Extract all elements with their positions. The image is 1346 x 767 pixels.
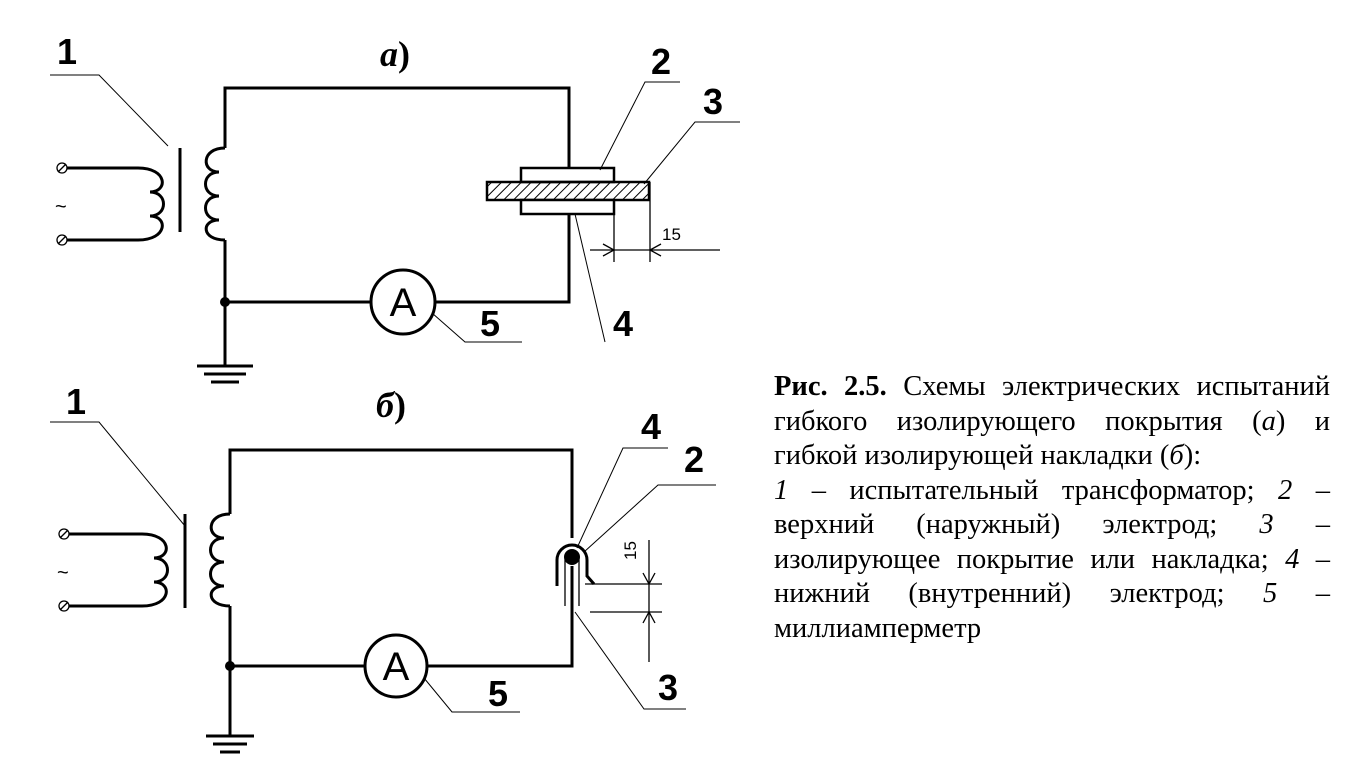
caption-legend: 1 – испытательный трансформатор; 2 – вер… (774, 474, 1330, 647)
ground-symbol-a (197, 302, 253, 384)
legend-num-4: 4 (1285, 543, 1300, 575)
panel-a-label: а) (380, 34, 410, 74)
dimension-15-a: 15 (590, 182, 720, 262)
legend-num-5: 5 (1263, 578, 1278, 609)
callout-4-b: 4 (641, 406, 661, 447)
callout-1-a: 1 (57, 31, 77, 72)
dimension-label-b: 15 (621, 541, 640, 560)
callout-5-a: 5 (480, 303, 500, 344)
figure-number: Рис. 2.5. (774, 371, 887, 402)
lower-electrode-a (519, 198, 616, 216)
leader-line-5-a (431, 312, 522, 343)
ac-symbol-a: ~ (55, 196, 67, 218)
panel-b-label: б) (376, 385, 406, 425)
leader-line-2-b (583, 484, 716, 553)
transformer-secondary-winding-a (204, 146, 226, 242)
ammeter-symbol-b: A (383, 645, 410, 689)
legend-num-2: 2 (1278, 474, 1293, 506)
legend-text-5: – миллиамперметр (774, 578, 1330, 644)
lower-electrode-b (564, 549, 580, 565)
caption-title: Рис. 2.5. Схемы электрических испытаний … (774, 371, 1330, 471)
leader-line-1-b (50, 421, 186, 527)
dimension-label-a: 15 (662, 225, 681, 244)
leader-line-5-b (423, 677, 520, 713)
callout-4-a: 4 (613, 303, 633, 344)
ac-source-terminals-b: ~ (57, 528, 70, 612)
transformer-secondary-winding-b (209, 512, 231, 608)
ammeter-symbol-a: A (390, 281, 417, 325)
callout-2-a: 2 (651, 41, 671, 82)
leader-line-4-a (574, 213, 606, 343)
transformer-primary-winding-a (67, 166, 165, 242)
legend-num-1: 1 (774, 474, 789, 506)
leader-line-3-a (643, 121, 740, 185)
leader-line-3-b (574, 611, 686, 710)
upper-electrode-a (519, 166, 616, 184)
leader-line-4-b (576, 447, 668, 549)
circuit-panel-b: б) ~ A (50, 381, 716, 754)
legend-text-4: – нижний (внутренний) электрод; (774, 543, 1331, 610)
callout-2-b: 2 (684, 439, 704, 480)
ac-source-terminals-a: ~ (55, 162, 68, 246)
circuit-panel-a: а) ~ A (50, 31, 740, 384)
callout-3-b: 3 (658, 667, 678, 708)
ac-symbol-b: ~ (57, 562, 69, 584)
figure-caption: Рис. 2.5. Схемы электрических испытаний … (774, 370, 1330, 646)
transformer-primary-winding-b (69, 532, 169, 608)
insulating-sample-a (485, 180, 651, 202)
ground-symbol-b (206, 666, 254, 754)
legend-text-2: – верхний (наружный) электрод; (774, 474, 1330, 541)
milliammeter-a: A (369, 268, 437, 336)
legend-num-3: 3 (1259, 509, 1274, 540)
legend-text-3: – изолирующее покрытие или накладка; (774, 509, 1330, 575)
circuit-wire-a (223, 86, 571, 168)
circuit-wire-b (228, 448, 574, 538)
callout-1-b: 1 (66, 381, 86, 422)
leader-line-2-a (599, 81, 680, 171)
callout-5-b: 5 (488, 673, 508, 714)
milliammeter-b: A (363, 633, 429, 699)
dimension-15-b: 15 (585, 540, 662, 662)
callout-3-a: 3 (703, 81, 723, 122)
leader-line-1-a (50, 74, 169, 147)
legend-text-1: – испытательный трансформатор; (788, 474, 1279, 506)
